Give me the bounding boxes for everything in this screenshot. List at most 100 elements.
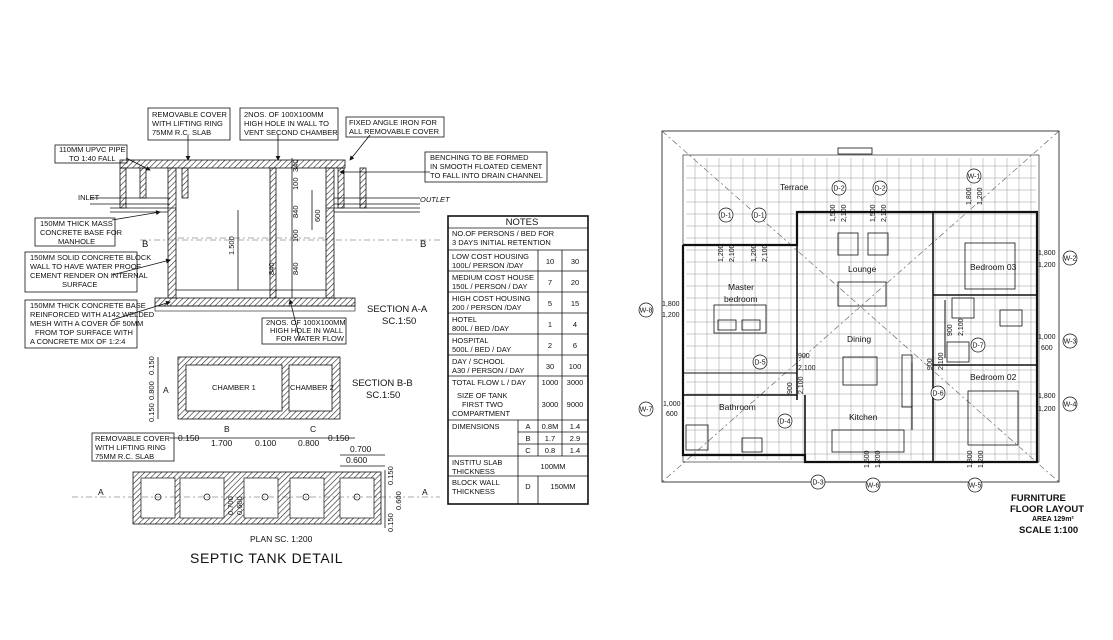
holes-flow-2: HIGH HOLE IN WALL [270, 326, 343, 335]
notes-row-label: HOSPITAL [452, 336, 489, 345]
inlet-label: INLET [78, 193, 100, 202]
dim-c2: 1,200 [977, 187, 984, 205]
notes-total-label: TOTAL FLOW L / DAY [452, 378, 526, 387]
benching-callout-2: IN SMOOTH FLOATED CEMENT [430, 162, 543, 171]
cover-callout-2: WITH LIFTING RING [152, 119, 223, 128]
base-callout-4: FROM TOP SURFACE WITH [35, 328, 133, 337]
angle-iron-callout-2: ALL REMOVABLE COVER [349, 127, 440, 136]
mass-concrete-1: 150MM THICK MASS [40, 219, 113, 228]
dim-h2: 2,100 [798, 376, 805, 394]
tag-circle-w2 [1062, 250, 1078, 266]
block-wall-3: CEMENT RENDER ON INTERNAL [30, 271, 148, 280]
tag-circle-d7 [970, 337, 986, 353]
dim-n1: 1,500 [864, 450, 871, 468]
notes-size-label-3: COMPARTMENT [452, 409, 510, 418]
dim-c-label: C [310, 424, 316, 434]
dim-a-side: A [163, 385, 169, 395]
tag-circle-d2a [831, 180, 847, 196]
left-wall [167, 167, 177, 299]
floor-tiles [686, 158, 1036, 460]
notes-block-label-2: THICKNESS [452, 487, 495, 496]
dim-840a: 840 [291, 205, 300, 218]
floor-area: AREA 129m² [1032, 516, 1074, 523]
dim-v0150: 0.150 [147, 356, 156, 375]
benching-callout-1: BENCHING TO BE FORMED [430, 153, 529, 162]
section-bb-label: SECTION B-B [352, 378, 413, 389]
dim-m1: 900 [947, 324, 954, 336]
tag-w1: W-1 [968, 174, 981, 181]
tag-circle-w1 [966, 168, 982, 184]
dim-1500: 1.500 [227, 236, 236, 255]
dim-w0100: 0.100 [255, 438, 277, 448]
middle-wall [269, 167, 277, 299]
notes-row-b: 15 [571, 299, 579, 308]
dim-n2: 1,200 [875, 450, 882, 468]
section-bb-scale: SC.1:50 [366, 390, 400, 401]
dim-f1: 1,800 [662, 301, 680, 308]
dim-v0800: 0.800 [147, 381, 156, 400]
room-bedroom-02: Bedroom 02 [970, 372, 1017, 382]
notes-dim-b: 1.4 [570, 422, 580, 431]
dim-340: 340 [291, 159, 300, 172]
room-dining: Dining [847, 334, 871, 344]
block-wall-4: SURFACE [62, 280, 97, 289]
plan-cover-2: WITH LIFTING RING [95, 443, 166, 452]
notes-dim-b: 1.4 [570, 446, 580, 455]
notes-table: NOTES NO.OF PERSONS / BED FOR 3 DAYS INI… [447, 215, 589, 505]
holes-flow-1: 2NOS. OF 100X100MM [266, 318, 346, 327]
notes-row-b: 6 [573, 341, 577, 350]
dim-840c: 840 [267, 262, 276, 275]
dim-i1: 900 [798, 353, 810, 360]
notes-dim-a: 1.7 [545, 434, 555, 443]
tag-circle-d5 [752, 354, 768, 370]
kitchen-counter [831, 429, 905, 453]
dim-l1: 1,800 [1038, 393, 1056, 400]
cover-callout-3: 75MM R.C. SLAB [152, 128, 211, 137]
tag-w5: W-5 [969, 483, 982, 490]
holes-top-callout-1: 2NOS. OF 100X100MM [244, 110, 324, 119]
dim-l2: 1,200 [1038, 406, 1056, 413]
section-aa-scale: SC.1:50 [382, 316, 416, 327]
dim-w0150a: 0.150 [178, 433, 200, 443]
lounge-sofa [837, 281, 887, 307]
dim-f2: 1,200 [662, 312, 680, 319]
dim-a3: 1,200 [751, 244, 758, 262]
tag-w7: W-7 [640, 407, 653, 414]
tag-circle-w3 [1062, 333, 1078, 349]
base-callout-2: REINFORCED WITH A142 WELDED [30, 310, 155, 319]
notes-dim-a: 0.8M [542, 422, 559, 431]
notes-intro-2: 3 DAYS INITIAL RETENTION [452, 238, 551, 247]
base-callout-5: A CONCRETE MIX OF 1:2:4 [30, 337, 125, 346]
dim-100a: 100 [291, 177, 300, 190]
notes-size-a: 3000 [542, 400, 559, 409]
dim-b2: 2,100 [841, 204, 848, 222]
chamber-2-label: CHAMBER 2 [290, 383, 334, 392]
base-callout-1: 150MM THICK CONCRETE BASE [30, 301, 146, 310]
dining-table [842, 356, 878, 386]
pipe-callout-2: TO 1:40 FALL [69, 154, 116, 163]
dim-600: 600 [313, 209, 322, 222]
dim-o2: 1,200 [978, 450, 985, 468]
room-master-2: bedroom [724, 294, 758, 304]
dim-a2: 2,100 [729, 244, 736, 262]
notes-row-b: 30 [571, 257, 579, 266]
notes-row-label: HOTEL [452, 315, 477, 324]
top-slab [119, 159, 346, 169]
dim-e1: 1,800 [1038, 250, 1056, 257]
notes-row-label: MEDIUM COST HOUSE [452, 273, 534, 282]
dim-j1: 1,000 [663, 401, 681, 408]
tag-circle-w6 [865, 477, 881, 493]
section-a-a: REMOVABLE COVER WITH LIFTING RING 75MM R… [24, 107, 548, 349]
septic-title: SEPTIC TANK DETAIL [190, 550, 343, 566]
benching-callout-3: TO FALL INTO DRAIN CHANNEL [430, 171, 543, 180]
floor-layout: TerraceLoungeMasterbedroomDiningKitchenB… [638, 130, 1084, 536]
tag-circle-d6 [930, 385, 946, 401]
tag-d7: D-7 [972, 343, 983, 350]
notes-total-b: 3000 [567, 378, 584, 387]
dim-w0800: 0.800 [298, 438, 320, 448]
mass-concrete-3: MANHOLE [58, 237, 95, 246]
notes-dim-b: 2.9 [570, 434, 580, 443]
dim-b1: 1,500 [830, 204, 837, 222]
dim-h1: 900 [787, 382, 794, 394]
